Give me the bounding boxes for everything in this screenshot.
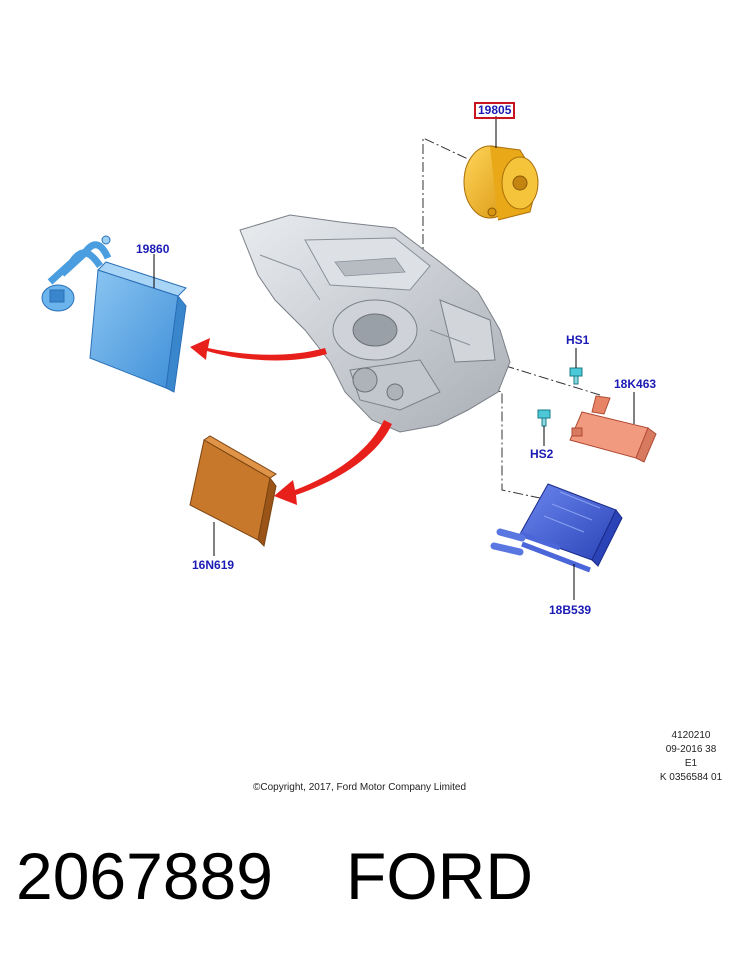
ref-line-3: E1 — [684, 758, 698, 769]
heater-core — [490, 483, 623, 573]
ptc-heater-element — [569, 395, 657, 463]
callout-hs2: HS2 — [530, 447, 554, 461]
screw-hs1 — [569, 367, 583, 385]
callout-19805: 19805 — [474, 102, 516, 119]
callout-16N619: 16N619 — [192, 558, 235, 572]
direction-arrows — [190, 338, 392, 505]
brand-name: FORD — [346, 839, 533, 913]
evaporator-core — [41, 235, 187, 393]
hvac-housing — [239, 214, 511, 433]
callout-19860: 19860 — [136, 242, 170, 256]
ref-line-1: 4120210 — [671, 730, 711, 741]
screw-hs2 — [537, 409, 551, 427]
part-number: 2067889 — [16, 839, 273, 913]
callout-hs1: HS1 — [566, 333, 590, 347]
cabin-filter — [189, 435, 277, 548]
blower-motor — [463, 145, 539, 221]
ref-line-4: K 0356584 01 — [659, 772, 723, 783]
ref-line-2: 09-2016 38 — [665, 744, 717, 755]
copyright-notice: ©Copyright, 2017, Ford Motor Company Lim… — [253, 782, 467, 793]
callout-18K463: 18K463 — [614, 377, 657, 391]
callout-18B539: 18B539 — [549, 603, 592, 617]
illustration-reference: 4120210 09-2016 38 E1 K 0356584 01 — [652, 729, 730, 785]
